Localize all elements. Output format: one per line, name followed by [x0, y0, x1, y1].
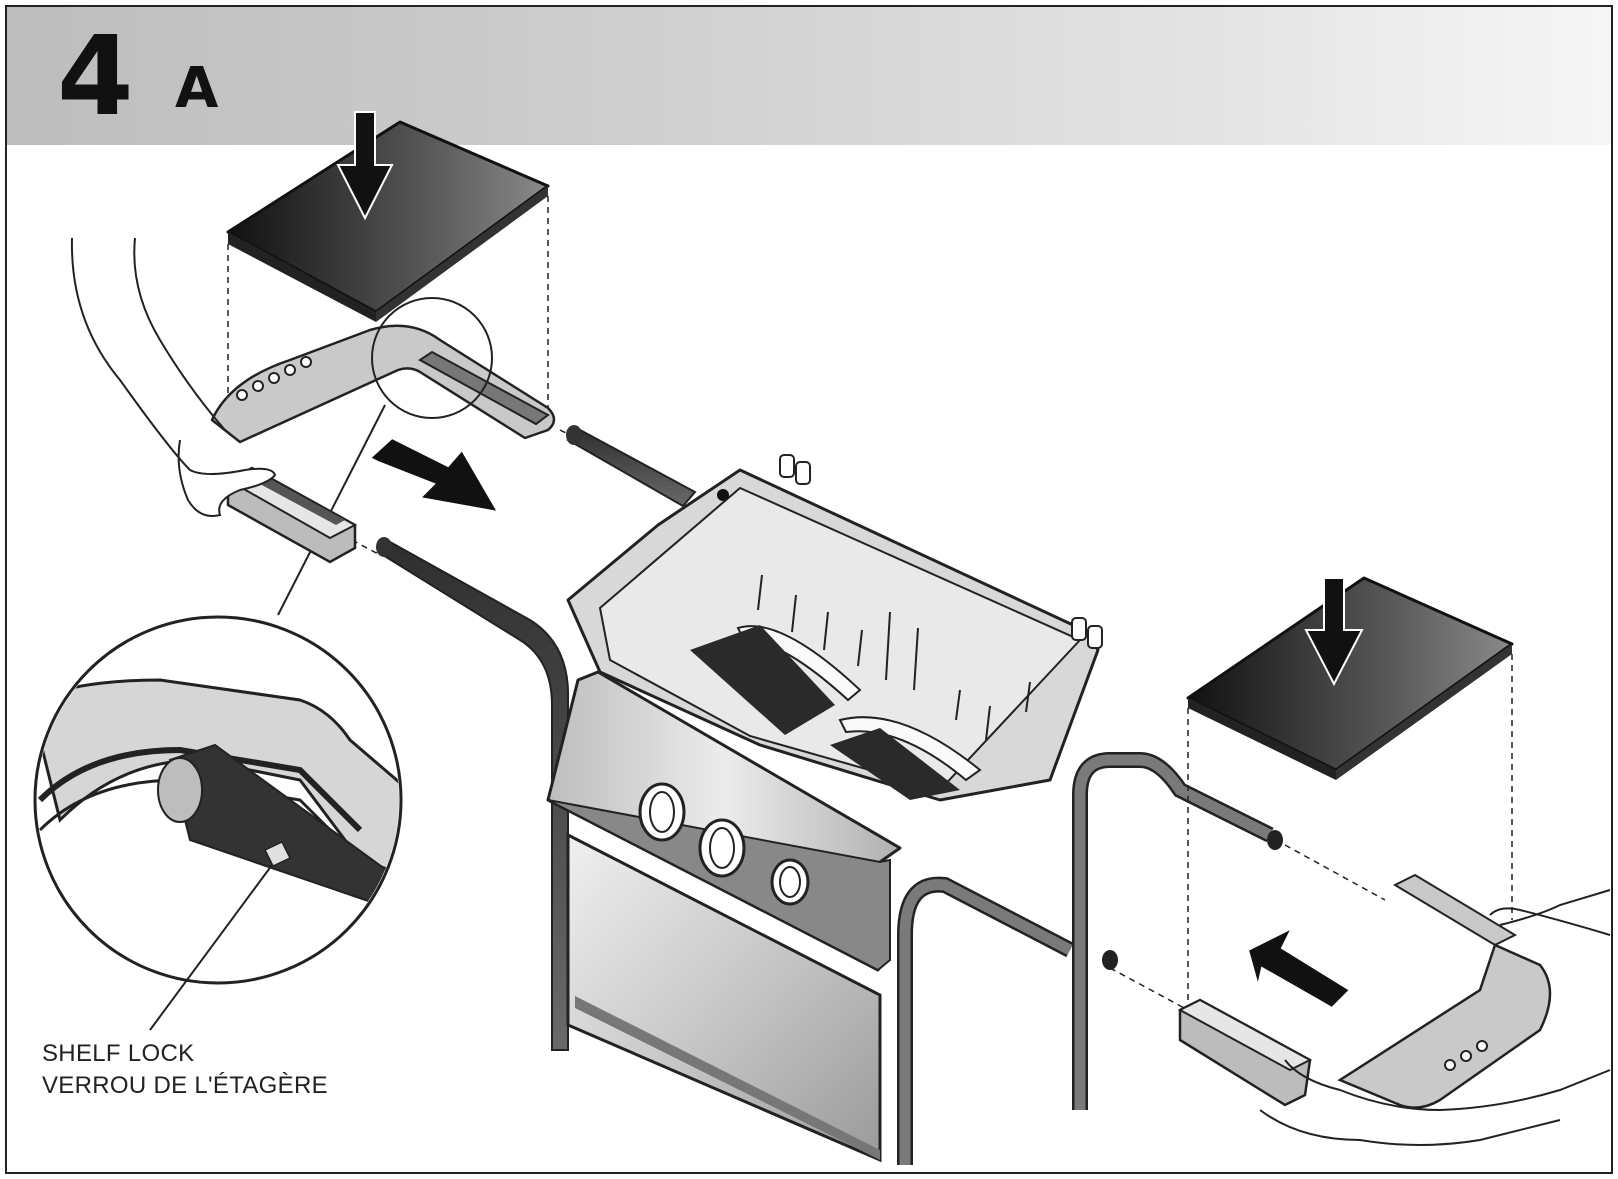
left-shelf-top [226, 120, 550, 322]
control-knob-1 [638, 782, 686, 842]
detail-circle-large [33, 615, 403, 985]
left-shelf-frame [210, 324, 556, 444]
shelf-lock-label-fr: VERROU DE L'ÉTAGÈRE [42, 1072, 328, 1099]
cabinet-door [566, 832, 882, 1163]
detail-leader-line [277, 404, 386, 616]
left-upper-tube [566, 425, 697, 508]
header-band [7, 7, 1611, 145]
left-lower-tube [376, 537, 570, 1051]
right-hand-lower-palm [1259, 1109, 1561, 1146]
right-arrow-icon [368, 436, 500, 514]
grill-hinge-right [1071, 617, 1103, 649]
shelf-lock-label-en: SHELF LOCK [42, 1040, 195, 1067]
right-hand-lower [1284, 1059, 1611, 1112]
left-wrist-line [133, 237, 226, 431]
shelf-lock-tab [263, 841, 292, 867]
alignment-lines-right [1109, 654, 1513, 1011]
right-shelf-top [1186, 576, 1514, 780]
down-arrow-icon [336, 111, 394, 221]
cart-right-frame [897, 752, 1283, 1165]
grill-firebox [566, 468, 1100, 802]
right-shelf-frame [1337, 873, 1552, 1109]
control-knob-3 [770, 858, 810, 906]
left-arrow-icon [1246, 925, 1352, 1010]
down-arrow-icon [1304, 577, 1364, 687]
right-hand-upper-fingers [1489, 907, 1611, 936]
right-end-cap [1177, 998, 1313, 1107]
step-letter: A [175, 56, 219, 121]
shelf-lock-leader [149, 864, 273, 1031]
control-knob-2 [698, 818, 746, 878]
grill-hinge-left [779, 454, 811, 485]
detail-circle-small [371, 297, 493, 419]
left-hand [70, 237, 277, 517]
step-number: 4 [57, 12, 134, 140]
